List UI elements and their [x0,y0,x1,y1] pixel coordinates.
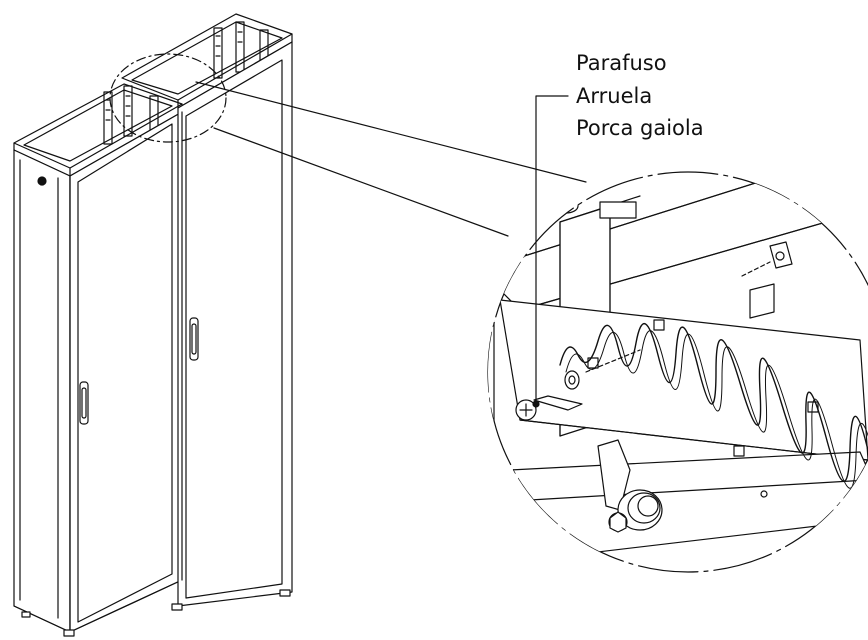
magnifier-callout [109,53,587,237]
leader-dot [532,400,540,408]
detail-view [487,171,868,573]
zoom-leader-line-upper [195,81,587,183]
label-washer: Arruela [576,84,653,108]
zoom-leader-line-lower [213,127,509,237]
label-screw: Parafuso [576,51,667,75]
label-leaders [532,95,569,408]
side-lock-icon [37,176,47,186]
left-cabinet [13,83,183,637]
label-cage-nut: Porca gaiola [576,116,704,140]
leader-line [535,95,569,405]
left-cabinet-rails [103,85,159,145]
right-cabinet [121,13,293,611]
cage-nut-icon [741,241,793,277]
zoom-source-circle [109,53,227,143]
screw-icon [515,395,583,421]
lock-mechanism-icon [597,439,663,533]
washer-icon [564,370,580,390]
